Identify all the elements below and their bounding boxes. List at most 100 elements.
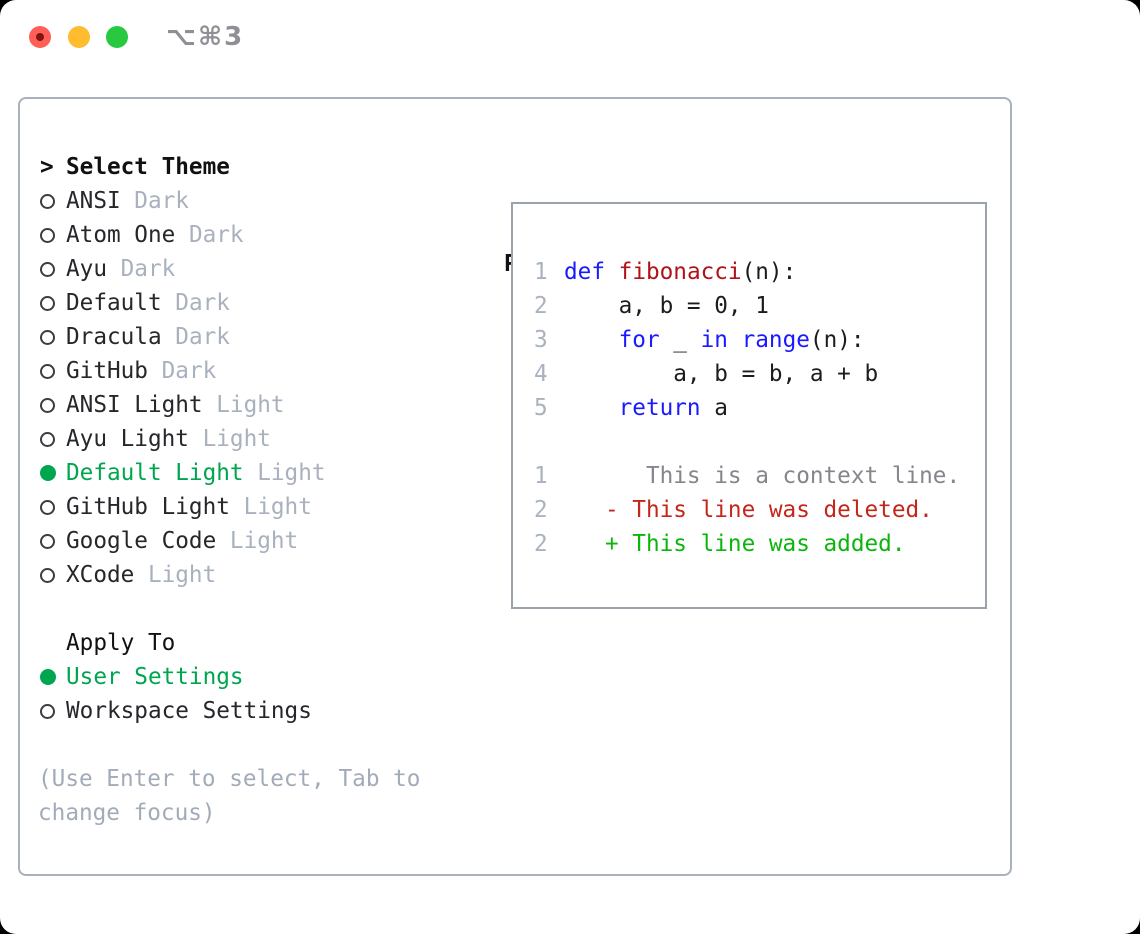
code-line: 2 - This line was deleted.: [534, 493, 985, 527]
code-line: [534, 425, 985, 459]
theme-variant-tag: Light: [243, 460, 326, 486]
code-segment: a: [700, 395, 728, 421]
option-label: Ayu: [66, 256, 107, 282]
code-segment: [564, 395, 619, 421]
window-title: ⌥⌘3: [166, 22, 245, 52]
code-segment: fibonacci: [618, 259, 742, 285]
radio-empty-icon: [40, 703, 55, 719]
code-segment: This is a context line.: [564, 463, 961, 489]
option-label: ANSI: [66, 188, 121, 214]
theme-option[interactable]: Default Light Light: [40, 456, 458, 490]
line-number: 1: [534, 463, 548, 489]
code-line: 5 return a: [534, 391, 985, 425]
theme-option[interactable]: Dracula Dark: [40, 320, 458, 354]
code-line: 2 a, b = 0, 1: [534, 289, 985, 323]
theme-option[interactable]: Google Code Light: [40, 524, 458, 558]
option-label: GitHub: [66, 358, 148, 384]
line-number: 5: [534, 395, 548, 421]
radio-empty-icon: [40, 227, 55, 243]
selection-prompt-icon: >: [40, 154, 54, 180]
theme-option[interactable]: Default Dark: [40, 286, 458, 320]
spacer: [40, 592, 458, 626]
option-label: ANSI Light: [66, 392, 203, 418]
code-segment: a, b = b, a + b: [564, 361, 879, 387]
code-segment: [564, 327, 619, 353]
theme-variant-tag: Light: [134, 562, 217, 588]
apply-to-title: Apply To: [66, 630, 176, 656]
radio-empty-icon: [40, 567, 55, 583]
code-segment: (n):: [741, 259, 797, 285]
radio-empty-icon: [40, 533, 55, 549]
radio-empty-icon: [40, 431, 55, 447]
spacer: [40, 728, 458, 762]
keyboard-hint-text: (Use Enter to select, Tab to change focu…: [38, 766, 421, 826]
theme-variant-tag: Dark: [161, 290, 230, 316]
radio-empty-icon: [40, 363, 55, 379]
theme-option[interactable]: Ayu Dark: [40, 252, 458, 286]
theme-variant-tag: Dark: [120, 188, 189, 214]
theme-option[interactable]: GitHub Light Light: [40, 490, 458, 524]
theme-variant-tag: Dark: [147, 358, 217, 384]
code-segment: - This line was deleted.: [564, 497, 933, 523]
code-segment: for: [618, 327, 660, 353]
theme-variant-tag: Light: [202, 392, 285, 418]
code-segment: + This line was added.: [564, 531, 906, 557]
code-line: 4 a, b = b, a + b: [534, 357, 985, 391]
option-label: Google Code: [66, 528, 217, 554]
line-number: 4: [534, 361, 548, 387]
apply-option[interactable]: Workspace Settings: [40, 694, 458, 728]
option-label: Workspace Settings: [66, 698, 312, 724]
line-number: 1: [534, 259, 548, 285]
radio-empty-icon: [40, 193, 55, 209]
theme-list-header: > Select Theme: [40, 150, 458, 184]
option-label: Atom One: [66, 222, 176, 248]
option-label: XCode: [66, 562, 135, 588]
code-segment: (n):: [809, 327, 865, 353]
code-segment: a, b = 0, 1: [564, 293, 769, 319]
option-label: Default Light: [66, 460, 244, 486]
radio-empty-icon: [40, 261, 55, 277]
radio-empty-icon: [40, 499, 55, 515]
apply-option[interactable]: User Settings: [40, 660, 458, 694]
radio-empty-icon: [40, 397, 55, 413]
theme-variant-tag: Dark: [161, 324, 230, 350]
radio-selected-icon: [40, 465, 56, 481]
theme-variant-tag: Light: [188, 426, 271, 452]
theme-option[interactable]: ANSI Light Light: [40, 388, 458, 422]
code-segment: range: [741, 327, 810, 353]
theme-option[interactable]: XCode Light: [40, 558, 458, 592]
code-line: 3 for _ in range(n):: [534, 323, 985, 357]
minimize-button[interactable]: [68, 26, 90, 48]
theme-option[interactable]: ANSI Dark: [40, 184, 458, 218]
line-number: 2: [534, 497, 548, 523]
option-label: GitHub Light: [66, 494, 230, 520]
option-label: Dracula: [66, 324, 162, 350]
option-label: Default: [66, 290, 162, 316]
code-segment: return: [618, 395, 701, 421]
theme-option[interactable]: Ayu Light Light: [40, 422, 458, 456]
option-label: User Settings: [66, 664, 244, 690]
close-button[interactable]: [29, 26, 51, 48]
zoom-button[interactable]: [106, 26, 128, 48]
theme-list-title: Select Theme: [66, 154, 230, 180]
theme-option[interactable]: Atom One Dark: [40, 218, 458, 252]
theme-option[interactable]: GitHub Dark: [40, 354, 458, 388]
radio-empty-icon: [40, 329, 55, 345]
option-label: Ayu Light: [66, 426, 189, 452]
code-line: 2 + This line was added.: [534, 527, 985, 561]
theme-variant-tag: Light: [229, 494, 312, 520]
unsaved-dot-icon: [36, 33, 44, 41]
radio-empty-icon: [40, 295, 55, 311]
code-line: 1 This is a context line.: [534, 459, 985, 493]
theme-variant-tag: Dark: [106, 256, 176, 282]
theme-variant-tag: Light: [216, 528, 299, 554]
theme-variant-tag: Dark: [175, 222, 244, 248]
